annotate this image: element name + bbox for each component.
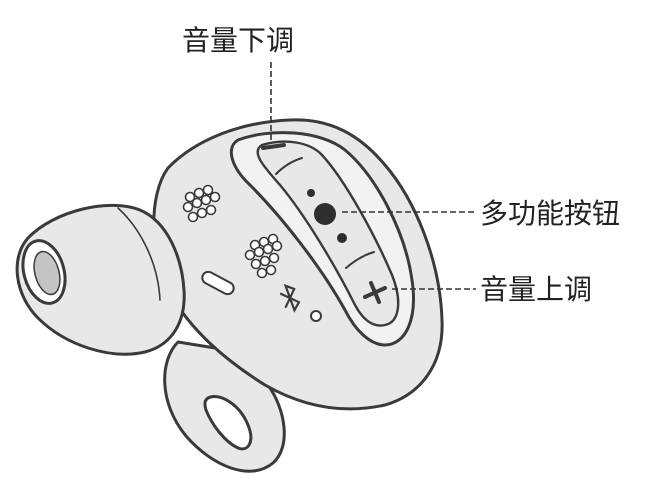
plus-icon: [363, 281, 387, 304]
ear-tip: [15, 203, 186, 356]
indicator-dot-upper: [307, 189, 315, 197]
indicator-dot-lower: [337, 233, 347, 243]
status-light: [310, 310, 322, 322]
label-volume-up: 音量上调: [480, 273, 592, 306]
label-volume-down: 音量下调: [182, 24, 294, 57]
bluetooth-icon: [279, 283, 301, 313]
minus-icon: [261, 143, 286, 150]
volume-down-button[interactable]: [261, 143, 286, 150]
dot-icon: [314, 203, 336, 225]
volume-up-button[interactable]: [363, 281, 387, 304]
multi-function-button[interactable]: [307, 189, 347, 243]
ear-tip-opening-inner: [33, 250, 61, 296]
speaker-grille-icon: [244, 233, 283, 279]
button-divider-top: [275, 157, 303, 175]
button-strip: [256, 140, 400, 327]
ear-tip-contour: [117, 207, 161, 301]
sensor-slot: [201, 270, 235, 296]
label-multi-function: 多功能按钮: [480, 197, 620, 230]
speaker-grille-icon: [182, 184, 221, 223]
button-divider-bottom: [345, 251, 375, 269]
